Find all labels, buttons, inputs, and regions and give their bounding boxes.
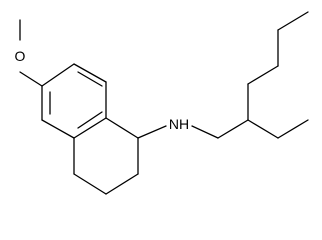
bond-ch2-ch — [217, 119, 249, 139]
bond-ring-n — [137, 125, 167, 139]
amine-label: NH — [169, 116, 189, 132]
bond-n-ch2 — [191, 125, 219, 139]
bond-butyl-2 — [247, 65, 279, 85]
bond-ring-a2-inner — [77, 71, 103, 87]
bond-ring-a4 — [73, 117, 107, 139]
bond-ring-b1 — [105, 117, 139, 139]
bond-o-aromatic — [19, 71, 43, 87]
bond-ring-a1 — [41, 63, 75, 87]
bond-butyl-4 — [277, 11, 309, 31]
bond-ring-b4 — [73, 173, 107, 195]
bond-ch-ethyl-1 — [247, 119, 279, 139]
oxygen-label: O — [15, 48, 26, 64]
bond-ring-a4-inner — [77, 111, 103, 129]
molecule-structure-diagram: O NH — [15, 11, 309, 195]
bond-ring-b3 — [105, 173, 139, 195]
bond-ring-a2 — [73, 63, 107, 83]
bond-ethyl-2 — [277, 119, 309, 139]
bond-ring-a5 — [41, 119, 75, 139]
